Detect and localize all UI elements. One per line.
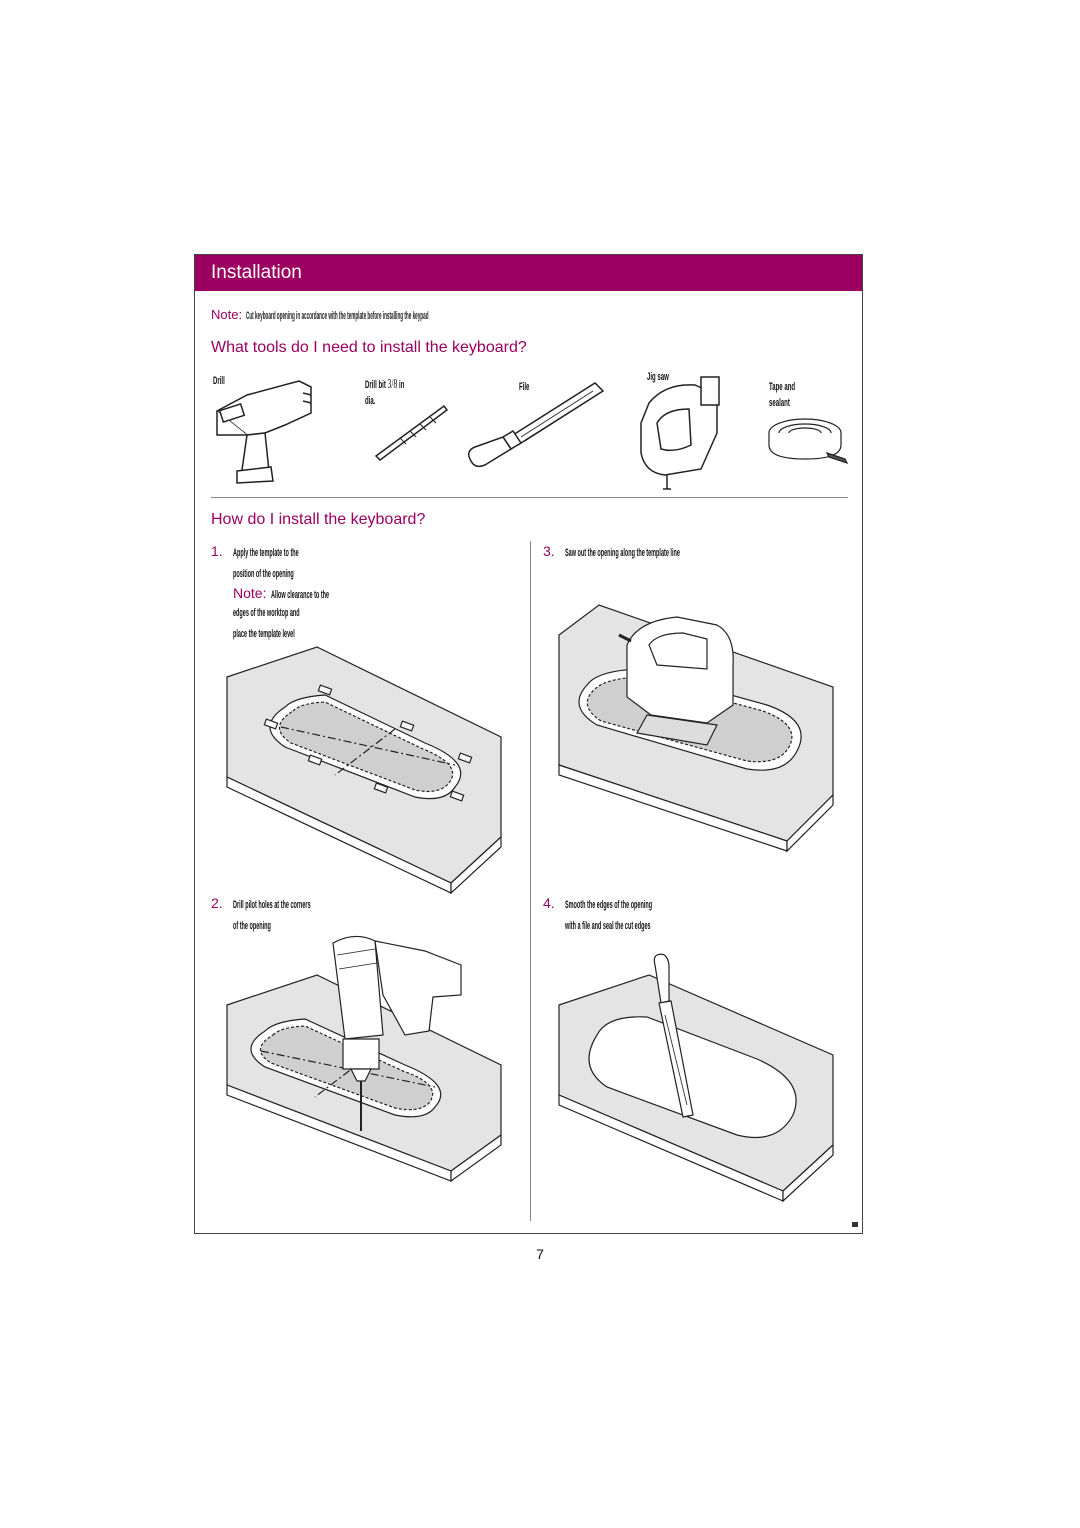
file-icon — [468, 382, 605, 468]
step-1-text: Apply the template to the position of th… — [233, 547, 299, 580]
step-2-text: Drill pilot holes at the corners of the … — [233, 899, 311, 932]
lock-icon — [852, 1222, 858, 1227]
filing-illustration — [558, 953, 834, 1203]
step-1-note: Note: Allow clearance to the — [233, 585, 329, 601]
step-1-note-cont: edges of the worktop and place the templ… — [233, 607, 300, 640]
install-heading: How do I install the keyboard? — [211, 511, 426, 528]
tool-label-drill: Drill — [213, 375, 225, 387]
top-note: Note: Cut keyboard opening in accordance… — [211, 307, 680, 322]
tool-label-file: File — [519, 381, 530, 393]
tape-roll-icon — [768, 418, 849, 465]
tool-label-drill-bit: Drill bit 3/8 in dia. — [365, 377, 405, 407]
template-on-worktop-illustration — [226, 646, 502, 895]
top-note-text: Cut keyboard opening in accordance with … — [245, 310, 429, 322]
step-2-number: 2. — [211, 895, 223, 911]
sawing-illustration — [558, 604, 834, 853]
step-1-note-label: Note: — [233, 585, 267, 601]
section-banner: Installation — [195, 255, 862, 291]
step-4-text: Smooth the edges of the opening with a f… — [565, 899, 653, 932]
step-3-number: 3. — [543, 543, 555, 559]
drilling-illustration — [226, 935, 502, 1183]
drill-bit-icon — [374, 404, 449, 461]
top-note-label: Note: — [211, 307, 243, 322]
drill-icon — [215, 380, 312, 484]
drill-bit-fraction: 3/8 — [387, 377, 398, 392]
page-frame: Installation Note: Cut keyboard opening … — [194, 254, 863, 1234]
tool-label-tape: Tape and sealant — [769, 381, 796, 409]
tools-heading: What tools do I need to install the keyb… — [211, 339, 527, 356]
step-4-number: 4. — [543, 895, 555, 911]
section-divider — [211, 497, 848, 498]
step-3-text: Saw out the opening along the template l… — [565, 547, 680, 559]
jigsaw-icon — [640, 376, 720, 490]
column-divider — [530, 541, 531, 1221]
page-number: 7 — [536, 1246, 544, 1262]
tool-label-jigsaw: Jig saw — [647, 371, 669, 383]
step-1-number: 1. — [211, 543, 223, 559]
